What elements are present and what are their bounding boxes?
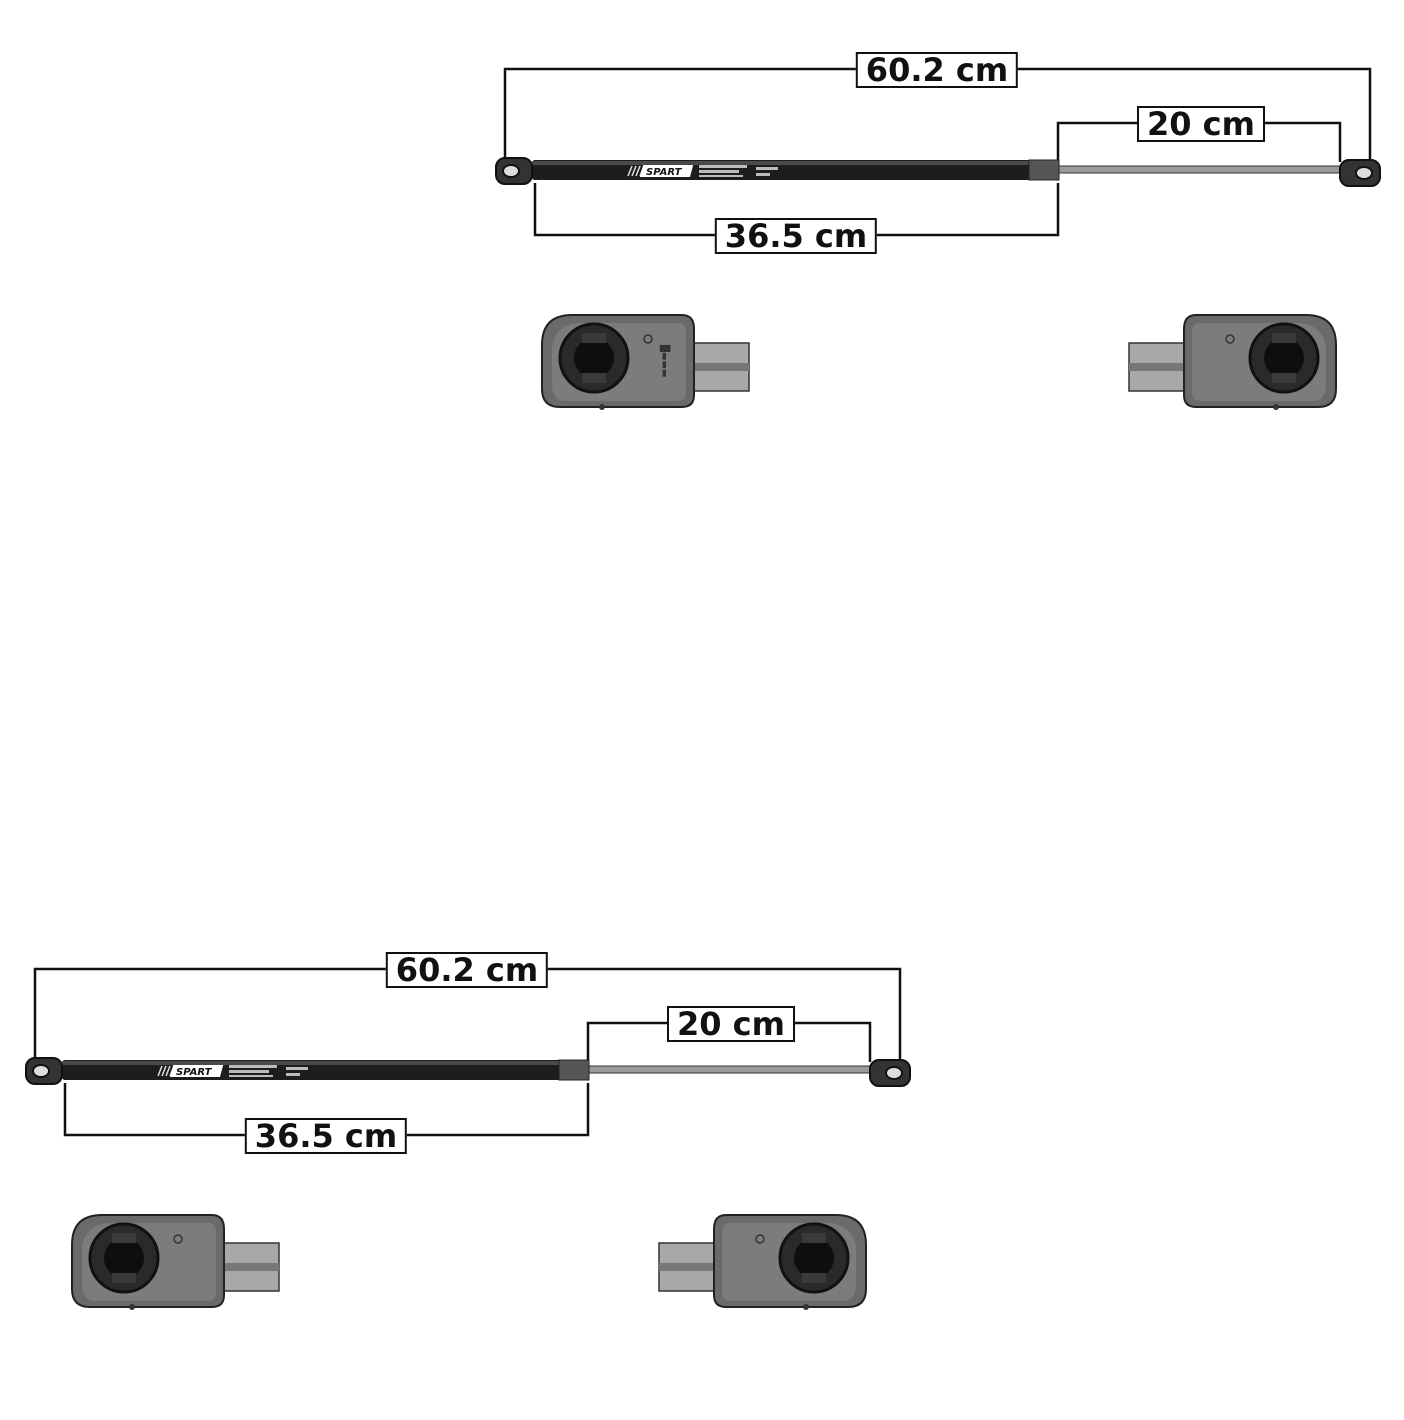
spec-text-marks	[229, 1065, 308, 1077]
rod-length-label: 20 cm	[1137, 106, 1265, 142]
svg-text:█▬▬▬: █▬▬▬	[659, 344, 671, 377]
cylinder-seal	[558, 1059, 590, 1081]
gas-strut-diagram-2: SPART	[24, 950, 924, 1420]
spec-text-marks	[699, 165, 778, 177]
left-end-fitting	[25, 1057, 63, 1085]
right-fitting-detail	[1128, 314, 1337, 410]
brand-label: SPART	[646, 167, 683, 178]
strut-drawing: SPART	[25, 967, 911, 1310]
strut-drawing: SPART █▬▬▬	[495, 67, 1381, 410]
right-fitting-detail	[658, 1214, 867, 1310]
rod-length-label: 20 cm	[667, 1006, 795, 1042]
left-end-fitting	[495, 157, 533, 185]
brand-badge	[169, 1065, 224, 1077]
right-end-fitting	[869, 1059, 911, 1087]
gas-strut-diagram-1: SPART █▬▬▬	[494, 50, 1394, 520]
right-end-fitting	[1339, 159, 1381, 187]
brand-badge	[639, 165, 694, 177]
body-length-label: 36.5 cm	[714, 218, 878, 254]
body-length-label: 36.5 cm	[244, 1118, 408, 1154]
left-fitting-detail	[71, 1214, 280, 1310]
cylinder-seal	[1028, 159, 1060, 181]
brand-label: SPART	[176, 1067, 213, 1078]
piston-rod	[1057, 165, 1343, 174]
overall-length-label: 60.2 cm	[385, 952, 549, 988]
piston-rod	[587, 1065, 873, 1074]
left-fitting-detail: █▬▬▬	[541, 314, 750, 410]
overall-length-label: 60.2 cm	[855, 52, 1019, 88]
